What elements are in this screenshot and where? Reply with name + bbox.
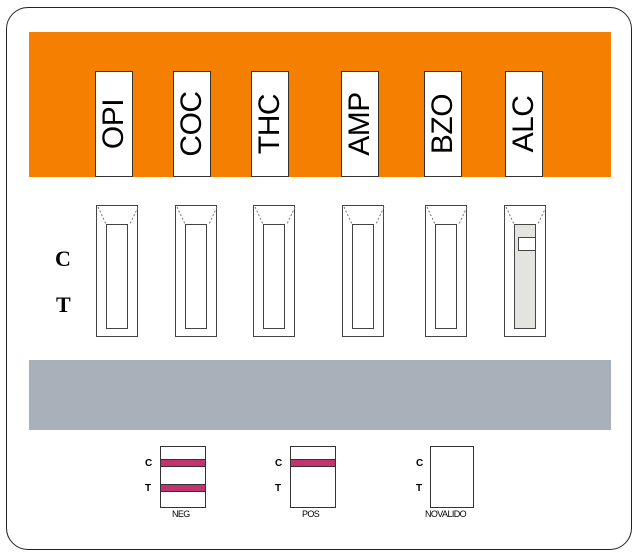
panel-label-thc: THC: [251, 71, 289, 177]
panel-label-bzo: BZO: [424, 71, 462, 177]
legend-caption-invalid: NOVALIDO: [425, 509, 467, 519]
result-window-coc: [175, 205, 218, 337]
panel-label-text: BZO: [426, 93, 459, 155]
result-window-amp: [342, 205, 385, 337]
legend-t-letter: T: [275, 483, 282, 494]
legend-strip-invalid: [430, 446, 474, 508]
result-strip: [106, 224, 128, 329]
panel-label-text: COC: [175, 91, 208, 157]
test-letter: T: [56, 292, 71, 317]
legend-c-letter: C: [145, 458, 153, 469]
result-window-thc: [253, 205, 296, 337]
result-window-opi: [96, 205, 139, 337]
control-line-box: [518, 237, 536, 251]
legend-c-letter: C: [275, 458, 283, 469]
result-strip: [514, 224, 536, 329]
panel-label-coc: COC: [173, 71, 211, 177]
panel-label-text: AMP: [343, 92, 376, 156]
result-window-bzo: [425, 205, 468, 337]
legend-c-line: [291, 459, 335, 467]
legend-t-line: [161, 484, 205, 492]
sample-band: [29, 360, 611, 430]
panel-label-text: OPI: [97, 98, 130, 150]
result-window-alc: [504, 205, 547, 337]
legend-c-letter: C: [416, 458, 424, 469]
result-strip: [435, 224, 457, 329]
panel-label-text: ALC: [507, 95, 540, 153]
panel-label-opi: OPI: [95, 71, 133, 177]
legend-t-letter: T: [145, 483, 152, 494]
result-strip: [263, 224, 285, 329]
legend-strip-pos: [290, 446, 336, 508]
panel-label-amp: AMP: [341, 71, 379, 177]
legend-caption-pos: POS: [302, 509, 320, 519]
legend-caption-neg: NEG: [172, 509, 190, 519]
legend-t-letter: T: [416, 483, 423, 494]
legend-c-line: [161, 459, 205, 467]
result-strip: [352, 224, 374, 329]
panel-label-text: THC: [253, 93, 286, 155]
control-letter: C: [55, 246, 71, 271]
panel-label-alc: ALC: [505, 71, 543, 177]
result-strip: [185, 224, 207, 329]
legend-strip-neg: [160, 446, 206, 508]
